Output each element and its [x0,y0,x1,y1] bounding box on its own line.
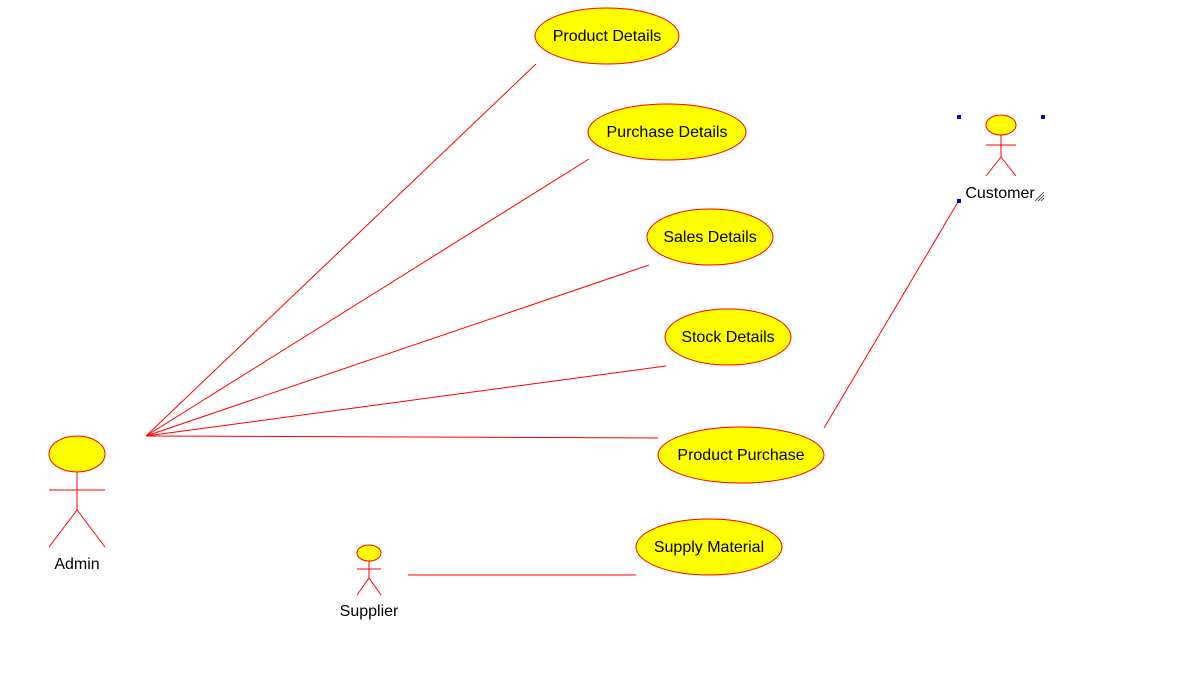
associations [145,63,959,576]
use-case-label: Purchase Details [607,124,728,141]
use-case-label: Supply Material [654,539,764,556]
stick-figure-icon [985,114,1017,177]
use-case-ellipse [664,308,792,366]
selection-handle-bottom-left[interactable] [957,199,961,203]
actor-customer[interactable]: Customer [957,114,1045,203]
use-case-stock-details[interactable]: Stock Details [664,308,792,366]
use-case-ellipse [534,7,680,65]
use-case-ellipse [635,518,783,576]
use-case-ellipse [657,426,825,484]
association-admin-product-purchase[interactable] [145,435,659,439]
association-admin-sales-details[interactable] [145,264,650,437]
actor-supplier[interactable]: Supplier [340,544,399,620]
use-case-label: Product Details [553,28,662,45]
use-case-ellipse [587,103,747,161]
actor-admin[interactable]: Admin [48,435,106,573]
stick-figure-icon [48,435,106,548]
use-case-purchase-details[interactable]: Purchase Details [587,103,747,161]
use-case-product-purchase[interactable]: Product Purchase [657,426,825,484]
actor-label: Supplier [340,603,399,620]
use-case-ellipse [646,208,774,266]
association-admin-purchase-details[interactable] [145,158,590,437]
resize-grip-icon[interactable] [1034,191,1045,202]
association-customer-product-purchase[interactable] [823,201,959,429]
actor-label: Admin [54,556,99,573]
use-case-label: Product Purchase [677,447,804,464]
actor-label: Customer [965,185,1035,202]
association-admin-stock-details[interactable] [145,365,667,437]
use-case-sales-details[interactable]: Sales Details [646,208,774,266]
use-case-label: Sales Details [663,229,756,246]
use-case-supply-material[interactable]: Supply Material [635,518,783,576]
use-case-label: Stock Details [681,329,774,346]
stick-figure-icon [356,544,382,596]
association-admin-product-details[interactable] [145,63,537,437]
selection-handle-top-left[interactable] [957,115,961,119]
selection-handle-top-right[interactable] [1041,115,1045,119]
use-case-product-details[interactable]: Product Details [534,7,680,65]
